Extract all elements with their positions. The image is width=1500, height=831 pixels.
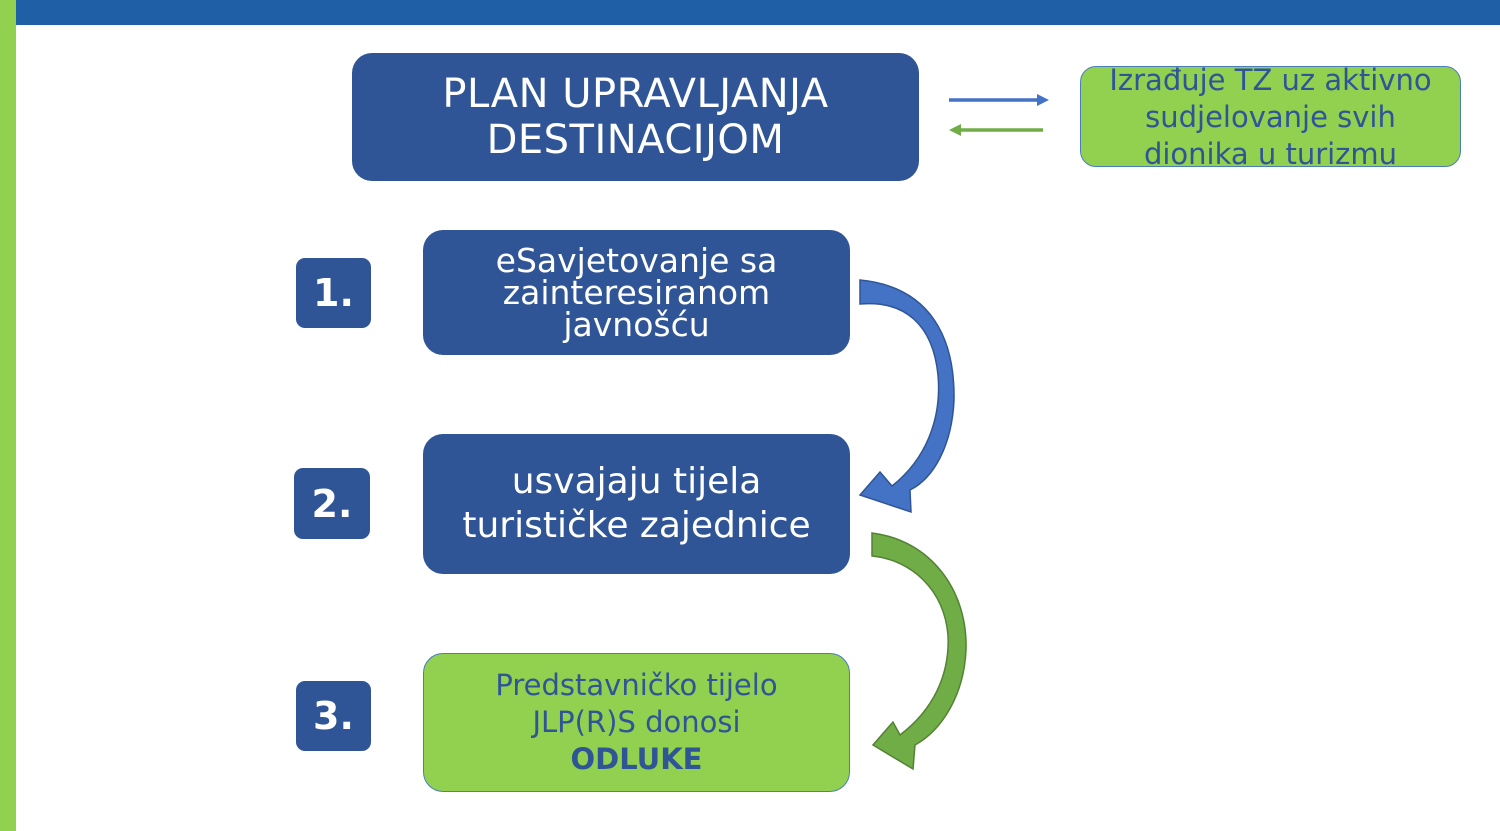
step-2-line-2: turističke zajednice: [462, 505, 811, 546]
side-note-box: Izrađuje TZ uz aktivno sudjelovanje svih…: [1080, 63, 1461, 171]
step-3-emphasis: ODLUKE: [570, 742, 703, 776]
plan-title-line-1: PLAN UPRAVLJANJA: [442, 71, 829, 117]
curved-arrow-step2-to-step3: [871, 532, 967, 771]
step-2-box: usvajaju tijela turističke zajednice: [423, 434, 850, 574]
plan-title-box: PLAN UPRAVLJANJA DESTINACIJOM: [352, 53, 919, 181]
arrow-left-to-title: [949, 124, 1043, 136]
step-2-line-1: usvajaju tijela: [511, 461, 762, 502]
top-accent-bar: [16, 0, 1500, 25]
step-1-line-1: eSavjetovanje sa: [495, 240, 778, 280]
step-3-line-2: JLP(R)S donosi: [532, 705, 741, 739]
step-1-number: 1.: [296, 258, 371, 328]
step-3-number: 3.: [296, 681, 371, 751]
step-3-line-1: Predstavničko tijelo: [495, 668, 778, 702]
side-note-line-3: dionika u turizmu: [1143, 137, 1398, 171]
step-1-line-3: javnošću: [563, 304, 710, 344]
step-1-line-2: zainteresiranom: [502, 272, 771, 312]
side-note-line-1: Izrađuje TZ uz aktivno: [1109, 63, 1432, 97]
arrow-right-to-note: [949, 94, 1049, 106]
side-note-line-2: sudjelovanje svih: [1145, 100, 1396, 134]
plan-title-line-2: DESTINACIJOM: [486, 117, 785, 163]
step-2-number: 2.: [294, 468, 370, 539]
step-3-box: Predstavničko tijelo JLP(R)S donosi ODLU…: [423, 653, 850, 792]
curved-arrow-step1-to-step2: [858, 279, 955, 514]
left-accent-bar: [0, 0, 16, 831]
step-1-box: eSavjetovanje sa zainteresiranom javnošć…: [423, 230, 850, 355]
